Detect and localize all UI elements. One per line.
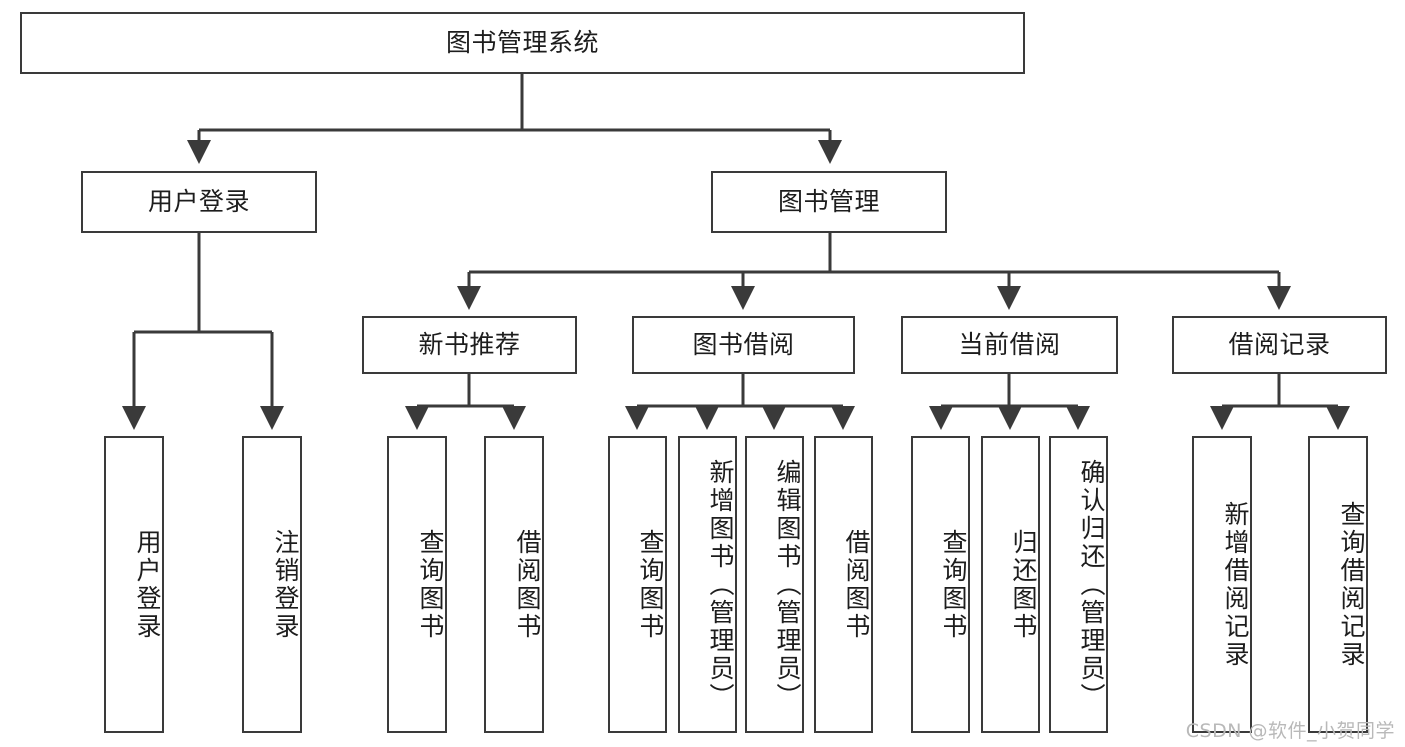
- leaf-label: 查询借阅记录: [1337, 500, 1366, 669]
- leaf-query-borrow-record[interactable]: 查询借阅记录: [1308, 436, 1368, 733]
- leaf-label: 确认归还（管理员）: [1077, 458, 1106, 711]
- leaf-label: 借阅图书: [513, 528, 542, 641]
- leaf-label: 用户登录: [133, 528, 162, 641]
- leaf-label: 归还图书: [1009, 528, 1038, 641]
- leaf-query-book-borrow[interactable]: 查询图书: [608, 436, 667, 733]
- leaf-borrow-book-recommend[interactable]: 借阅图书: [484, 436, 544, 733]
- leaf-label: 编辑图书（管理员）: [773, 458, 802, 711]
- leaf-query-book-current[interactable]: 查询图书: [911, 436, 970, 733]
- csdn-watermark: CSDN @软件_小贺同学: [1185, 720, 1395, 742]
- node-user-login[interactable]: 用户登录: [81, 171, 317, 233]
- leaf-label: 新增借阅记录: [1221, 500, 1250, 669]
- leaf-borrow-book-borrow[interactable]: 借阅图书: [814, 436, 873, 733]
- leaf-label: 查询图书: [416, 528, 445, 641]
- node-book-borrow[interactable]: 图书借阅: [632, 316, 855, 374]
- leaf-label: 查询图书: [939, 528, 968, 641]
- leaf-add-borrow-record[interactable]: 新增借阅记录: [1192, 436, 1252, 733]
- node-root[interactable]: 图书管理系统: [20, 12, 1025, 74]
- leaf-label: 注销登录: [271, 528, 300, 641]
- leaf-query-book-recommend[interactable]: 查询图书: [387, 436, 447, 733]
- leaf-add-book-admin[interactable]: 新增图书（管理员）: [678, 436, 737, 733]
- leaf-confirm-return-admin[interactable]: 确认归还（管理员）: [1049, 436, 1108, 733]
- leaf-return-book[interactable]: 归还图书: [981, 436, 1040, 733]
- leaf-label: 借阅图书: [842, 528, 871, 641]
- leaf-label: 新增图书（管理员）: [706, 458, 735, 711]
- leaf-label: 查询图书: [636, 528, 665, 641]
- leaf-logout-login[interactable]: 注销登录: [242, 436, 302, 733]
- node-borrow-record[interactable]: 借阅记录: [1172, 316, 1387, 374]
- node-book-manage[interactable]: 图书管理: [711, 171, 947, 233]
- node-current-borrow[interactable]: 当前借阅: [901, 316, 1118, 374]
- leaf-user-login[interactable]: 用户登录: [104, 436, 164, 733]
- leaf-edit-book-admin[interactable]: 编辑图书（管理员）: [745, 436, 804, 733]
- node-new-book-recommend[interactable]: 新书推荐: [362, 316, 577, 374]
